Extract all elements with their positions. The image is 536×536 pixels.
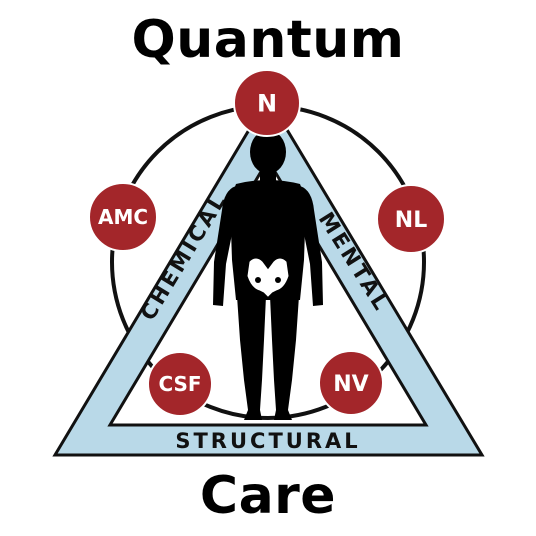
node-amc-label: AMC — [98, 205, 148, 229]
node-csf-label: CSF — [158, 372, 201, 396]
node-n-circle — [233, 69, 301, 137]
node-n: N — [233, 69, 301, 137]
title-quantum: Quantum — [131, 10, 405, 70]
label-structural: STRUCTURAL — [175, 429, 360, 453]
node-nv-label: NV — [333, 372, 368, 397]
node-nl-label: NL — [395, 208, 427, 233]
node-nv: NV — [318, 350, 384, 416]
node-nl-circle — [376, 184, 446, 254]
node-csf: CSF — [147, 351, 213, 417]
title-care: Care — [199, 466, 337, 526]
node-amc-circle — [88, 182, 158, 252]
nodes-layer: N AMC NL CSF NV — [88, 69, 446, 417]
node-amc: AMC — [88, 182, 158, 252]
node-nl: NL — [376, 184, 446, 254]
node-csf-circle — [147, 351, 213, 417]
node-nv-circle — [318, 350, 384, 416]
pelvis-icon — [247, 258, 289, 297]
node-n-label: N — [257, 90, 277, 118]
